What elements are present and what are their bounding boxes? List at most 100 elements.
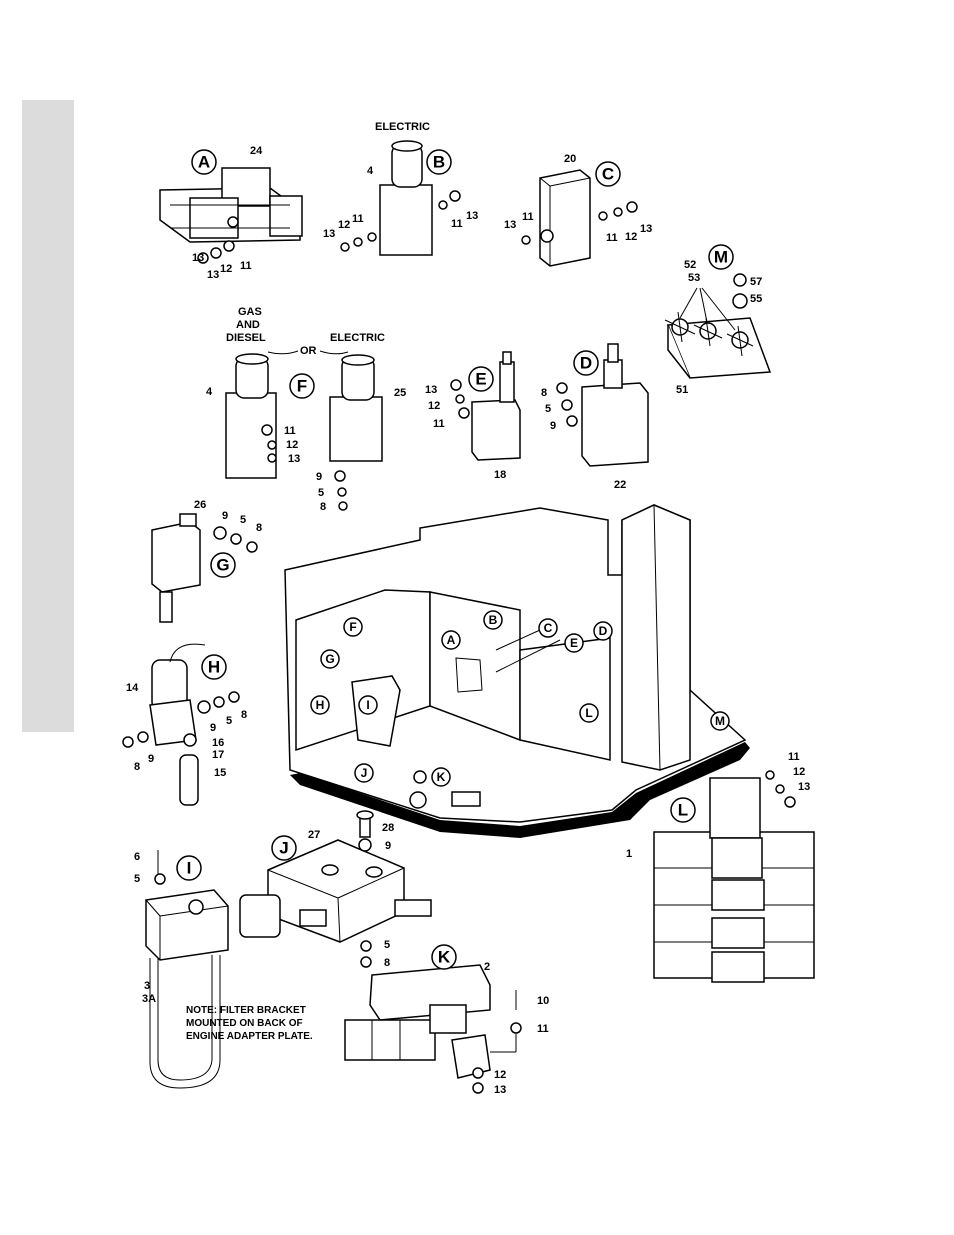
callout-c: [595, 161, 621, 187]
callout-b-letter: B: [433, 153, 445, 172]
part-number: 6: [134, 851, 140, 863]
part-number: 11: [352, 213, 364, 225]
part-number: 52: [684, 259, 696, 271]
heading-and: AND: [236, 319, 260, 331]
part-number: 13: [192, 252, 204, 264]
callout-e-letter: E: [475, 370, 486, 389]
note-line-3: ENGINE ADAPTER PLATE.: [186, 1031, 313, 1042]
part-number: 12: [625, 231, 637, 243]
callout-k: [431, 944, 457, 970]
heading-or: OR: [300, 345, 317, 357]
part-number: 11: [788, 751, 800, 763]
part-number: 8: [384, 957, 390, 969]
part-number: 17: [212, 749, 224, 761]
callout-g: [210, 552, 236, 578]
callout-j: [271, 835, 297, 861]
assembly-c: [521, 169, 638, 267]
part-number: 5: [384, 939, 390, 951]
assembly-l: [653, 770, 815, 983]
part-number: 14: [126, 682, 139, 694]
callout-d: [573, 350, 599, 376]
svg-text:I: I: [366, 698, 369, 712]
part-number: 3: [144, 980, 150, 992]
part-number: 13: [425, 384, 437, 396]
part-number: 13: [798, 781, 810, 793]
part-number: 20: [564, 153, 576, 165]
part-number: 15: [214, 767, 226, 779]
assembly-h: [122, 643, 240, 806]
part-number: 11: [522, 211, 534, 223]
assembly-b: [340, 140, 461, 256]
callout-m: [708, 244, 734, 270]
part-number: 11: [433, 418, 445, 430]
callout-m-letter: M: [714, 248, 728, 267]
part-number: 9: [210, 722, 216, 734]
part-number: 11: [240, 260, 252, 272]
svg-text:D: D: [599, 624, 608, 638]
part-number: 9: [385, 840, 391, 852]
callout-f-letter: F: [297, 377, 307, 396]
callout-k-letter: K: [438, 948, 451, 967]
part-number: 8: [541, 387, 547, 399]
callout-f: [289, 373, 315, 399]
part-number: 13: [494, 1084, 506, 1096]
part-number: 12: [220, 263, 232, 275]
part-number: 13: [466, 210, 478, 222]
assembly-a: [159, 167, 303, 264]
part-number: 13: [323, 228, 335, 240]
part-number: 51: [676, 384, 688, 396]
part-number: 8: [320, 501, 326, 513]
svg-text:B: B: [489, 613, 498, 627]
part-number: 27: [308, 829, 320, 841]
part-number: 4: [367, 165, 374, 177]
callout-i: [176, 855, 202, 881]
part-number: 5: [318, 487, 324, 499]
part-number: 10: [537, 995, 549, 1007]
assembly-f: [225, 353, 383, 511]
svg-text:H: H: [316, 698, 325, 712]
callout-j-letter: J: [279, 839, 288, 858]
assembly-k: [344, 964, 522, 1094]
part-number: 4: [206, 386, 213, 398]
assembly-d: [556, 343, 649, 467]
assembly-j: [239, 810, 432, 968]
callout-g-letter: G: [216, 556, 229, 575]
assembly-g: [151, 513, 258, 623]
part-number: 8: [241, 709, 247, 721]
callout-b: [426, 149, 452, 175]
svg-text:C: C: [544, 621, 553, 635]
svg-text:L: L: [585, 706, 592, 720]
svg-text:K: K: [437, 770, 446, 784]
page-side-tab: [22, 100, 74, 732]
heading-gas: GAS: [238, 306, 262, 318]
callout-d-letter: D: [580, 354, 592, 373]
part-number: 9: [222, 510, 228, 522]
svg-text:E: E: [570, 636, 578, 650]
callout-e: [468, 366, 494, 392]
part-number: 13: [288, 453, 300, 465]
callout-h-letter: H: [208, 658, 220, 677]
part-number: 18: [494, 469, 506, 481]
svg-text:M: M: [715, 714, 725, 728]
part-number: 5: [545, 403, 551, 415]
part-number: 8: [134, 761, 140, 773]
heading-electric-f: ELECTRIC: [330, 332, 385, 344]
part-number: 12: [286, 439, 298, 451]
part-number: 11: [537, 1023, 549, 1035]
chassis-callouts: F G H I J K A B C E D L M: [310, 610, 730, 787]
part-number: 12: [428, 400, 440, 412]
part-number: 25: [394, 387, 406, 399]
part-number: 8: [256, 522, 262, 534]
part-number: 12: [793, 766, 805, 778]
callout-l: [670, 797, 696, 823]
note-line-1: NOTE: FILTER BRACKET: [186, 1005, 306, 1016]
part-number: 28: [382, 822, 394, 834]
part-number: 26: [194, 499, 206, 511]
svg-text:A: A: [447, 633, 456, 647]
part-number: 13: [504, 219, 516, 231]
part-number: 11: [606, 232, 618, 244]
callout-c-letter: C: [602, 165, 614, 184]
assembly-i: [145, 850, 229, 1089]
part-number: 13: [207, 269, 219, 281]
